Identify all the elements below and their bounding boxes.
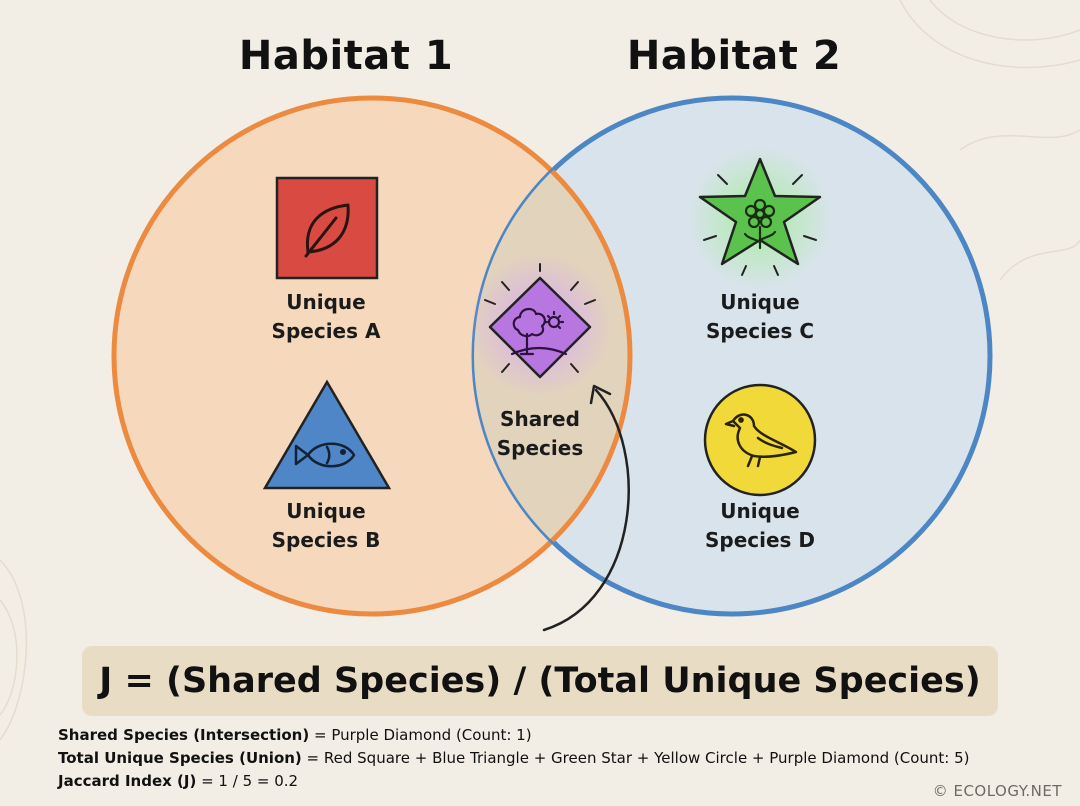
unique-species-a-label: Unique Species A — [271, 290, 381, 343]
purple-diamond-shape — [468, 253, 612, 397]
red-square-shape — [275, 176, 379, 280]
yellow-circle-shape — [703, 383, 817, 497]
bird-icon — [724, 413, 798, 468]
habitat-1-title: Habitat 1 — [238, 33, 454, 79]
tree-sun-icon — [510, 307, 568, 356]
fish-icon — [294, 442, 356, 468]
shared-species-label: Shared Species — [496, 407, 584, 460]
unique-species-b-label: Unique Species B — [271, 499, 381, 552]
unique-species-d-label: Unique Species D — [704, 499, 816, 552]
habitat-2-title: Habitat 2 — [626, 33, 842, 79]
shared-species-note: Shared Species (Intersection) = Purple D… — [58, 726, 532, 744]
unique-species-c-label: Unique Species C — [705, 290, 815, 343]
green-star-shape — [688, 146, 832, 290]
curved-arrow — [542, 384, 630, 632]
jaccard-formula: J = (Shared Species) / (Total Unique Spe… — [99, 661, 981, 701]
jaccard-index-note: Jaccard Index (J) = 1 / 5 = 0.2 — [58, 772, 299, 790]
total-unique-species-note: Total Unique Species (Union) = Red Squar… — [58, 749, 970, 767]
blue-triangle-shape — [262, 379, 392, 490]
leaf-icon — [304, 203, 350, 258]
calculation-notes: Shared Species (Intersection) = Purple D… — [58, 724, 970, 793]
formula-box: J = (Shared Species) / (Total Unique Spe… — [82, 646, 998, 716]
flower-icon — [743, 198, 777, 250]
topographic-lines — [0, 0, 1080, 741]
credit-watermark: © ECOLOGY.NET — [932, 782, 1062, 800]
